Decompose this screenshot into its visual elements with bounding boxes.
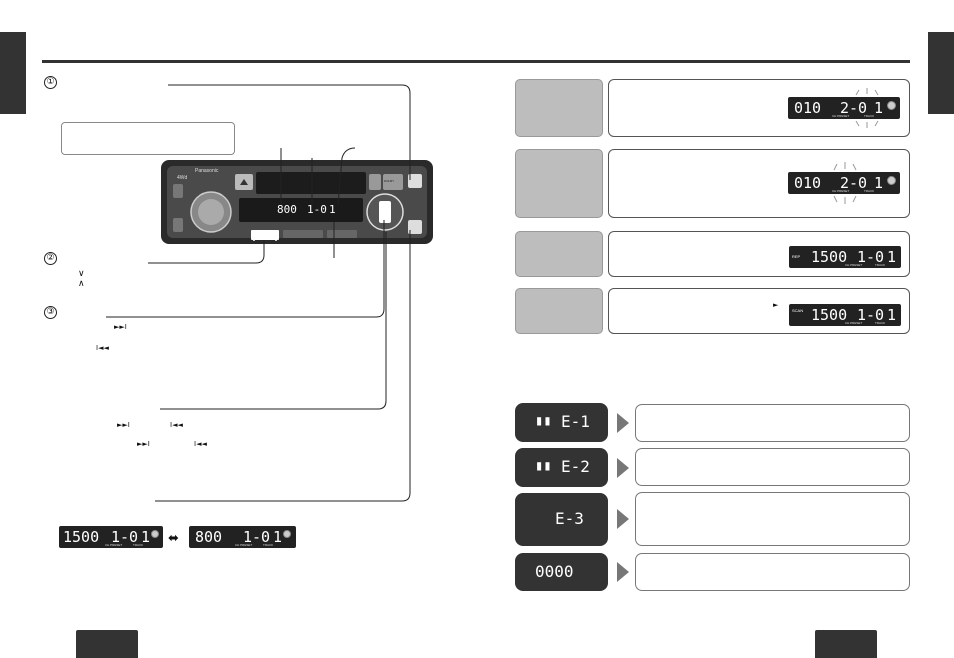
- tune-down-symbol: ∧: [78, 279, 85, 289]
- display-digits: 1500: [63, 528, 100, 546]
- header-rule: [42, 60, 910, 63]
- error-code: E-3: [555, 509, 584, 528]
- tune-up-symbol: ∨: [78, 269, 85, 279]
- arrow-right-icon: [617, 413, 629, 433]
- display-tape: 1-0: [857, 306, 885, 324]
- unit-tape-readout: 1-0: [307, 203, 327, 216]
- page-number-box-right: [815, 630, 877, 658]
- fast-forward-icon: ►►I: [114, 323, 127, 331]
- display-sublabel-track: TRACK: [263, 543, 274, 547]
- display-repeat: REP 1500 1-0 1 CH PRESET TRACK: [789, 246, 901, 268]
- display-track: 1: [874, 174, 884, 192]
- error-code-box-1: ▮▮ E-1: [515, 403, 608, 442]
- error-code-box-4: 0000: [515, 553, 608, 591]
- display-clock-1500: 1500 1-0 1 CH PRESET TRACK: [59, 526, 163, 548]
- display-track: 1: [874, 99, 884, 117]
- display-digits: 800: [195, 528, 223, 546]
- swap-arrow-icon: ⬌: [168, 531, 179, 546]
- mode-panel-1: 010 2-0 1 CH PRESET TRACK: [608, 79, 910, 137]
- left-edge-tab: [0, 32, 26, 114]
- display-track: 1: [141, 528, 151, 546]
- display-track-flashing: 010 2-0 1 CH PRESET TRACK: [788, 97, 900, 119]
- scan-indicator: SCAN: [792, 308, 804, 313]
- disc-icon: [151, 530, 159, 538]
- mode-label-box-2: [515, 149, 603, 218]
- fast-forward-icon: ►►I: [137, 440, 150, 448]
- display-tape: 2-0: [840, 174, 868, 192]
- display-sublabel-track: TRACK: [864, 114, 875, 118]
- arrow-right-icon: [617, 509, 629, 529]
- unit-track-readout: 1: [329, 203, 336, 216]
- display-sublabel-preset: CH PRESET: [845, 263, 863, 267]
- mode-label-box-4: [515, 288, 603, 334]
- arrow-right-icon: [617, 458, 629, 478]
- error-code-box-2: ▮▮ E-2: [515, 448, 608, 487]
- button-4wd-label: 4Wd: [177, 175, 188, 181]
- display-track: 1: [887, 306, 897, 324]
- display-tape-flashing: 010 2-0 1 CH PRESET TRACK: [788, 172, 900, 194]
- flash-rays: [833, 162, 857, 204]
- flash-rays: [855, 88, 879, 128]
- display-tape: 1-0: [111, 528, 139, 546]
- error-code-box-3: E-3: [515, 493, 608, 546]
- display-digits: 010: [794, 99, 822, 117]
- note-box: [61, 122, 235, 155]
- display-sublabel-track: TRACK: [875, 321, 886, 325]
- error-description-box-4: [635, 553, 910, 591]
- mode-panel-3: REP 1500 1-0 1 CH PRESET TRACK: [608, 231, 910, 277]
- disc-icon: [887, 101, 896, 110]
- display-sublabel-preset: CH PRESET: [832, 114, 850, 118]
- error-code: E-1: [561, 412, 590, 431]
- rewind-icon: I◄◄: [96, 344, 109, 352]
- rewind-icon: I◄◄: [194, 440, 207, 448]
- display-track: 1: [887, 248, 897, 266]
- display-sublabel-preset: CH PRESET: [235, 543, 253, 547]
- fast-forward-icon: ►►I: [117, 421, 130, 429]
- display-digits: 1500: [811, 306, 848, 324]
- error-description-box-3: [635, 492, 910, 546]
- error-cassette-icon: ▮▮: [535, 413, 552, 429]
- brand-label: Panasonic: [195, 168, 219, 174]
- display-sublabel-preset: CH PRESET: [105, 543, 123, 547]
- mode-label-box-3: [515, 231, 603, 277]
- unit-time-readout: 800: [277, 203, 297, 216]
- mode-panel-2: 010 2-0 1 CH PRESET TRACK: [608, 149, 910, 218]
- step-3-marker: ③: [44, 306, 57, 319]
- error-code: E-2: [561, 457, 590, 476]
- step-1-marker: ①: [44, 76, 57, 89]
- display-scan: SCAN 1500 1-0 1 CH PRESET TRACK: [789, 304, 901, 326]
- error-description-box-2: [635, 448, 910, 486]
- rewind-icon: I◄◄: [170, 421, 183, 429]
- error-description-box-1: [635, 404, 910, 442]
- repeat-indicator: REP: [792, 254, 801, 259]
- display-clock-800: 800 1-0 1 CH PRESET TRACK: [189, 526, 296, 548]
- display-digits: 010: [794, 174, 822, 192]
- display-track: 1: [273, 528, 283, 546]
- display-sublabel-preset: CH PRESET: [832, 189, 850, 193]
- step-2-marker: ②: [44, 252, 57, 265]
- right-edge-tab: [928, 32, 954, 114]
- arrow-right-icon: [617, 562, 629, 582]
- display-sublabel-track: TRACK: [133, 543, 144, 547]
- error-cassette-icon: ▮▮: [535, 458, 552, 474]
- display-digits: 1500: [811, 248, 848, 266]
- display-tape: 1-0: [857, 248, 885, 266]
- display-tape: 1-0: [243, 528, 271, 546]
- error-code: 0000: [535, 562, 574, 581]
- disc-icon: [887, 176, 896, 185]
- display-tape: 2-0: [840, 99, 868, 117]
- disc-icon: [283, 530, 291, 538]
- display-sublabel-track: TRACK: [875, 263, 886, 267]
- play-arrow-icon: ►: [773, 301, 779, 309]
- page-number-box-left: [76, 630, 138, 658]
- button-dolby-label: DOLBY: [384, 179, 395, 183]
- display-sublabel-track: TRACK: [864, 189, 875, 193]
- car-stereo-illustration: Panasonic 4Wd DOLBY 800 1-0 1: [161, 160, 433, 244]
- mode-panel-4: ► SCAN 1500 1-0 1 CH PRESET TRACK: [608, 288, 910, 334]
- mode-label-box-1: [515, 79, 603, 137]
- display-sublabel-preset: CH PRESET: [845, 321, 863, 325]
